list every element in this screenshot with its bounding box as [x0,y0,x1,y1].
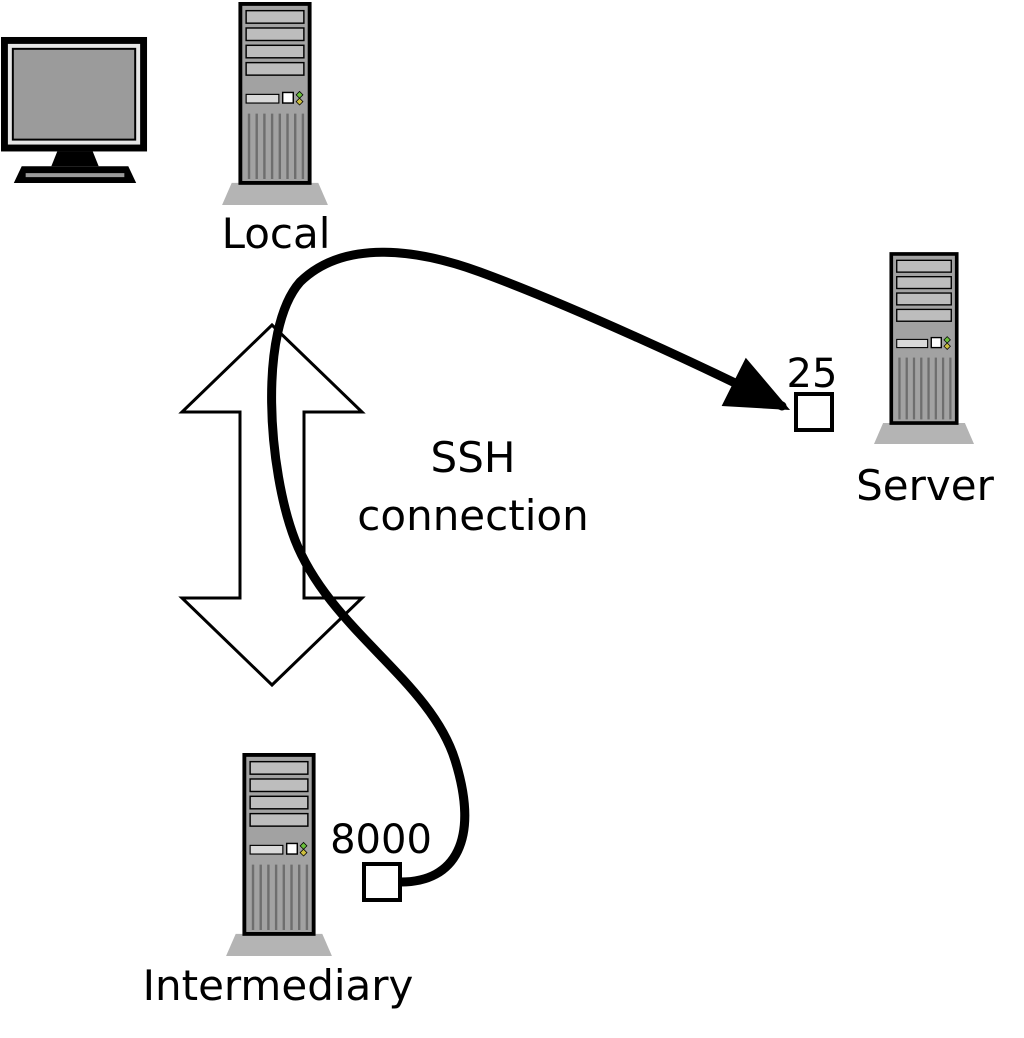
ssh-connection-arrow [178,322,366,688]
server-label: Server [856,461,994,510]
intermediary-computer-icon [226,753,332,957]
local-computer-icon [222,2,328,206]
ssh-connection-label-line2: connection [357,491,588,540]
port-8000-box [362,862,402,902]
local-label: Local [222,209,331,258]
port-8000-label: 8000 [330,817,432,863]
port-25-box [794,392,834,432]
ssh-connection-label-line1: SSH [431,433,516,482]
tunnel-curve [267,247,791,887]
monitor-icon [0,36,150,186]
intermediary-label: Intermediary [143,961,414,1010]
server-computer-icon [874,252,974,445]
port-25-label: 25 [787,351,838,397]
